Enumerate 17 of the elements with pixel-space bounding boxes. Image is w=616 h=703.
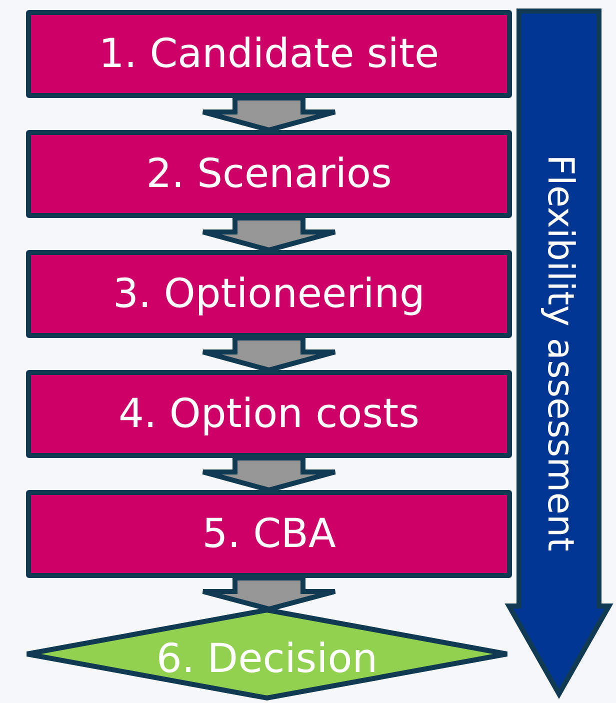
process-box: [26, 370, 512, 458]
block-arrow: [200, 336, 338, 373]
node-label: Flexibility assessment: [541, 154, 577, 552]
node-label: 4. Option costs: [118, 392, 420, 436]
node-label: 2. Scenarios: [146, 152, 392, 196]
process-box: [26, 10, 512, 98]
block-arrow: [200, 456, 338, 493]
process-box: [26, 250, 512, 338]
process-box: [26, 490, 512, 578]
block-arrow: [200, 216, 338, 253]
block-arrow: [200, 96, 338, 133]
block-arrow: [200, 576, 338, 612]
node-label: 3. Optioneering: [113, 272, 425, 316]
node-label: 6. Decision: [156, 637, 378, 681]
node-label: 5. CBA: [202, 512, 336, 556]
process-box: [26, 130, 512, 218]
node-label: 1. Candidate site: [98, 32, 440, 76]
